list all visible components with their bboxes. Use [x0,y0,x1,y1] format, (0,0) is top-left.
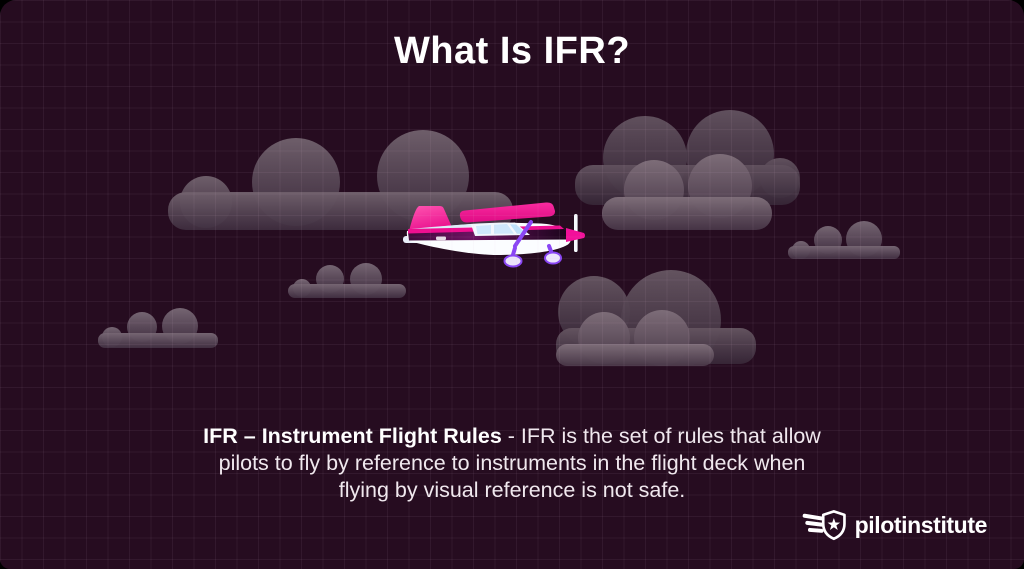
window [476,225,491,235]
cloud-small-right [788,221,900,259]
definition-line-1: IFR – Instrument Flight Rules - IFR is t… [0,423,1024,450]
definition-line-1-rest: - IFR is the set of rules that allow [501,424,821,448]
pilot-institute-logo: pilotinstitute [802,509,987,542]
cloud-small-middle-left [288,263,406,298]
definition-line-2: pilots to fly by reference to instrument… [218,451,806,475]
wheel [503,254,523,268]
wheel [544,251,562,265]
definition-line-3: flying by visual reference is not safe. [338,478,686,502]
definition-term: IFR – Instrument Flight Rules [203,424,502,448]
window [494,224,514,234]
airplane-illustration [403,202,585,268]
cloud-small-bottom-left [98,308,218,348]
page-title: What Is IFR? [393,30,631,72]
cloud-bottom-middle-front [556,310,714,366]
cloud-right-front [602,154,772,230]
spinner [566,228,585,242]
wing [459,202,556,223]
winged-star-shield-icon [802,510,846,541]
logo-text: pilotinstitute [854,512,988,538]
wing-strut [513,220,533,248]
definition-text: IFR – Instrument Flight Rules - IFR is t… [0,423,1024,504]
